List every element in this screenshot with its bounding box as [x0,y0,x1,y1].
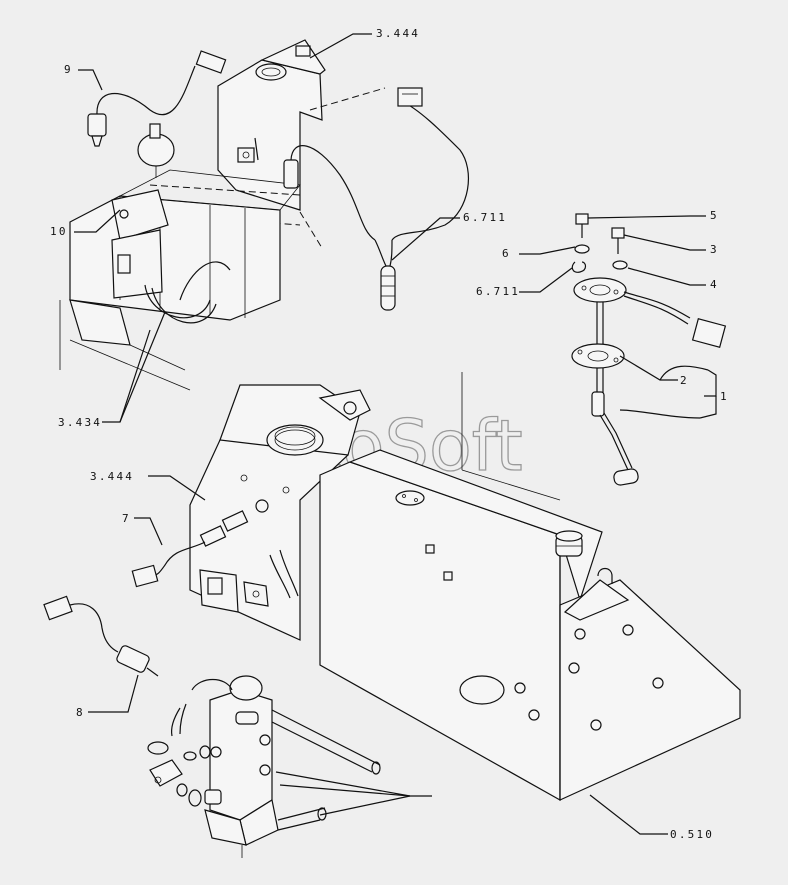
pressure-switch-8 [43,595,159,677]
callout-6711-b: 6.711 [476,285,520,298]
pressure-switch-9 [87,50,227,147]
callout-1: 1 [720,390,729,403]
fuel-level-sender [571,213,727,486]
callout-6: 6 [502,247,511,260]
pressure-switch-7 [131,499,269,588]
callout-6711-a: 6.711 [463,211,507,224]
distribution-valve-block [147,675,381,858]
callout-10: 10 [50,225,68,238]
callout-8: 8 [76,706,85,719]
leader-lines [74,33,717,835]
fuel-tank [319,372,741,802]
temperature-sender [283,87,469,311]
callout-3434: 3.434 [58,416,102,429]
callout-labels: 3.444 9 10 3.434 6.711 5 6 3 6.711 4 2 1… [50,27,729,841]
callout-3: 3 [710,243,719,256]
callout-2: 2 [680,374,689,387]
callout-3444-top: 3.444 [376,27,420,40]
callout-0510: 0.510 [670,828,714,841]
upper-frame-assembly [59,39,386,391]
callout-5: 5 [710,209,719,222]
callout-3444-mid: 3.444 [90,470,134,483]
callout-4: 4 [710,278,719,291]
callout-7: 7 [122,512,131,525]
callout-9: 9 [64,63,73,76]
filler-bracket [189,384,371,641]
